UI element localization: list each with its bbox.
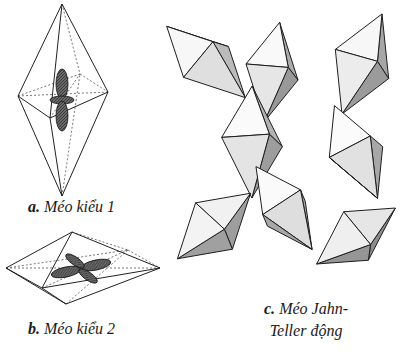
octahedron-face bbox=[222, 86, 270, 137]
figure-letter: a. bbox=[28, 198, 40, 215]
octahedron bbox=[167, 26, 246, 97]
figure-letter: c. bbox=[264, 300, 275, 317]
octahedron bbox=[317, 208, 396, 264]
dz2-orbital bbox=[50, 69, 74, 131]
caption-c: c.Méo Jahn-Teller động bbox=[250, 298, 362, 342]
octahedron bbox=[329, 106, 382, 199]
octahedron-face bbox=[184, 42, 246, 98]
octahedron bbox=[335, 14, 388, 114]
octahedron-face bbox=[246, 22, 288, 67]
octahedron-face bbox=[329, 157, 377, 198]
figure-caption: Méo Jahn-Teller động bbox=[270, 300, 348, 339]
figure-caption: Méo kiểu 2 bbox=[44, 320, 115, 337]
figure-caption: Méo kiểu 1 bbox=[44, 198, 115, 215]
octahedra-cluster bbox=[167, 14, 396, 264]
caption-b: b.Méo kiểu 2 bbox=[28, 318, 115, 340]
dx2y2-orbital bbox=[50, 251, 111, 285]
octahedron-face bbox=[335, 49, 377, 114]
octahedron-face bbox=[263, 215, 312, 250]
flattened-octahedron bbox=[6, 232, 160, 304]
octahedron bbox=[256, 167, 312, 250]
elongated-octahedron bbox=[18, 4, 108, 196]
octahedron-face bbox=[317, 212, 371, 264]
figure-letter: b. bbox=[28, 320, 40, 337]
octahedron bbox=[177, 193, 250, 259]
caption-a: a.Méo kiểu 1 bbox=[28, 196, 115, 218]
octahedron-face bbox=[263, 190, 312, 250]
octahedron-face bbox=[329, 136, 377, 198]
octahedron-face bbox=[177, 203, 224, 259]
